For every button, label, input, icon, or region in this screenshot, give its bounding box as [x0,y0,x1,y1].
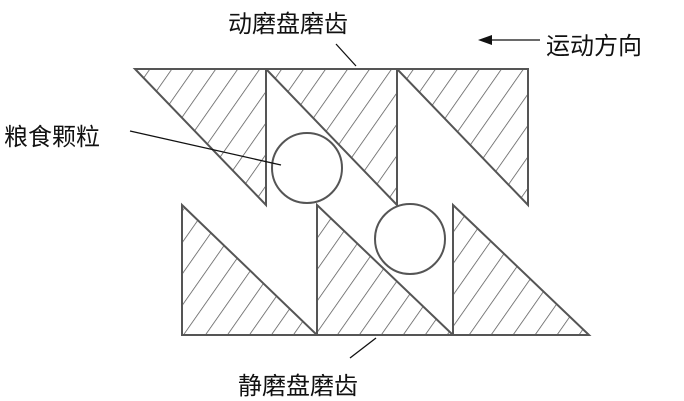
static-teeth-label: 静磨盘磨齿 [238,372,358,400]
static-tooth-3 [452,202,592,336]
static-teeth-leader [349,337,377,359]
direction-arrow-icon [478,35,492,45]
grain-particle-2 [374,203,446,275]
grain-label: 粮食颗粒 [4,123,100,151]
moving-tooth-2 [263,68,398,208]
grain-leader [129,130,282,166]
static-tooth-1 [181,202,320,336]
moving-teeth-leader [335,43,357,67]
moving-teeth-label: 动磨盘磨齿 [228,10,348,38]
static-tooth-2 [316,202,456,336]
moving-tooth-1 [132,68,267,208]
grain-particle-1 [271,132,343,204]
direction-label: 运动方向 [546,32,642,60]
moving-tooth-3 [394,68,529,208]
